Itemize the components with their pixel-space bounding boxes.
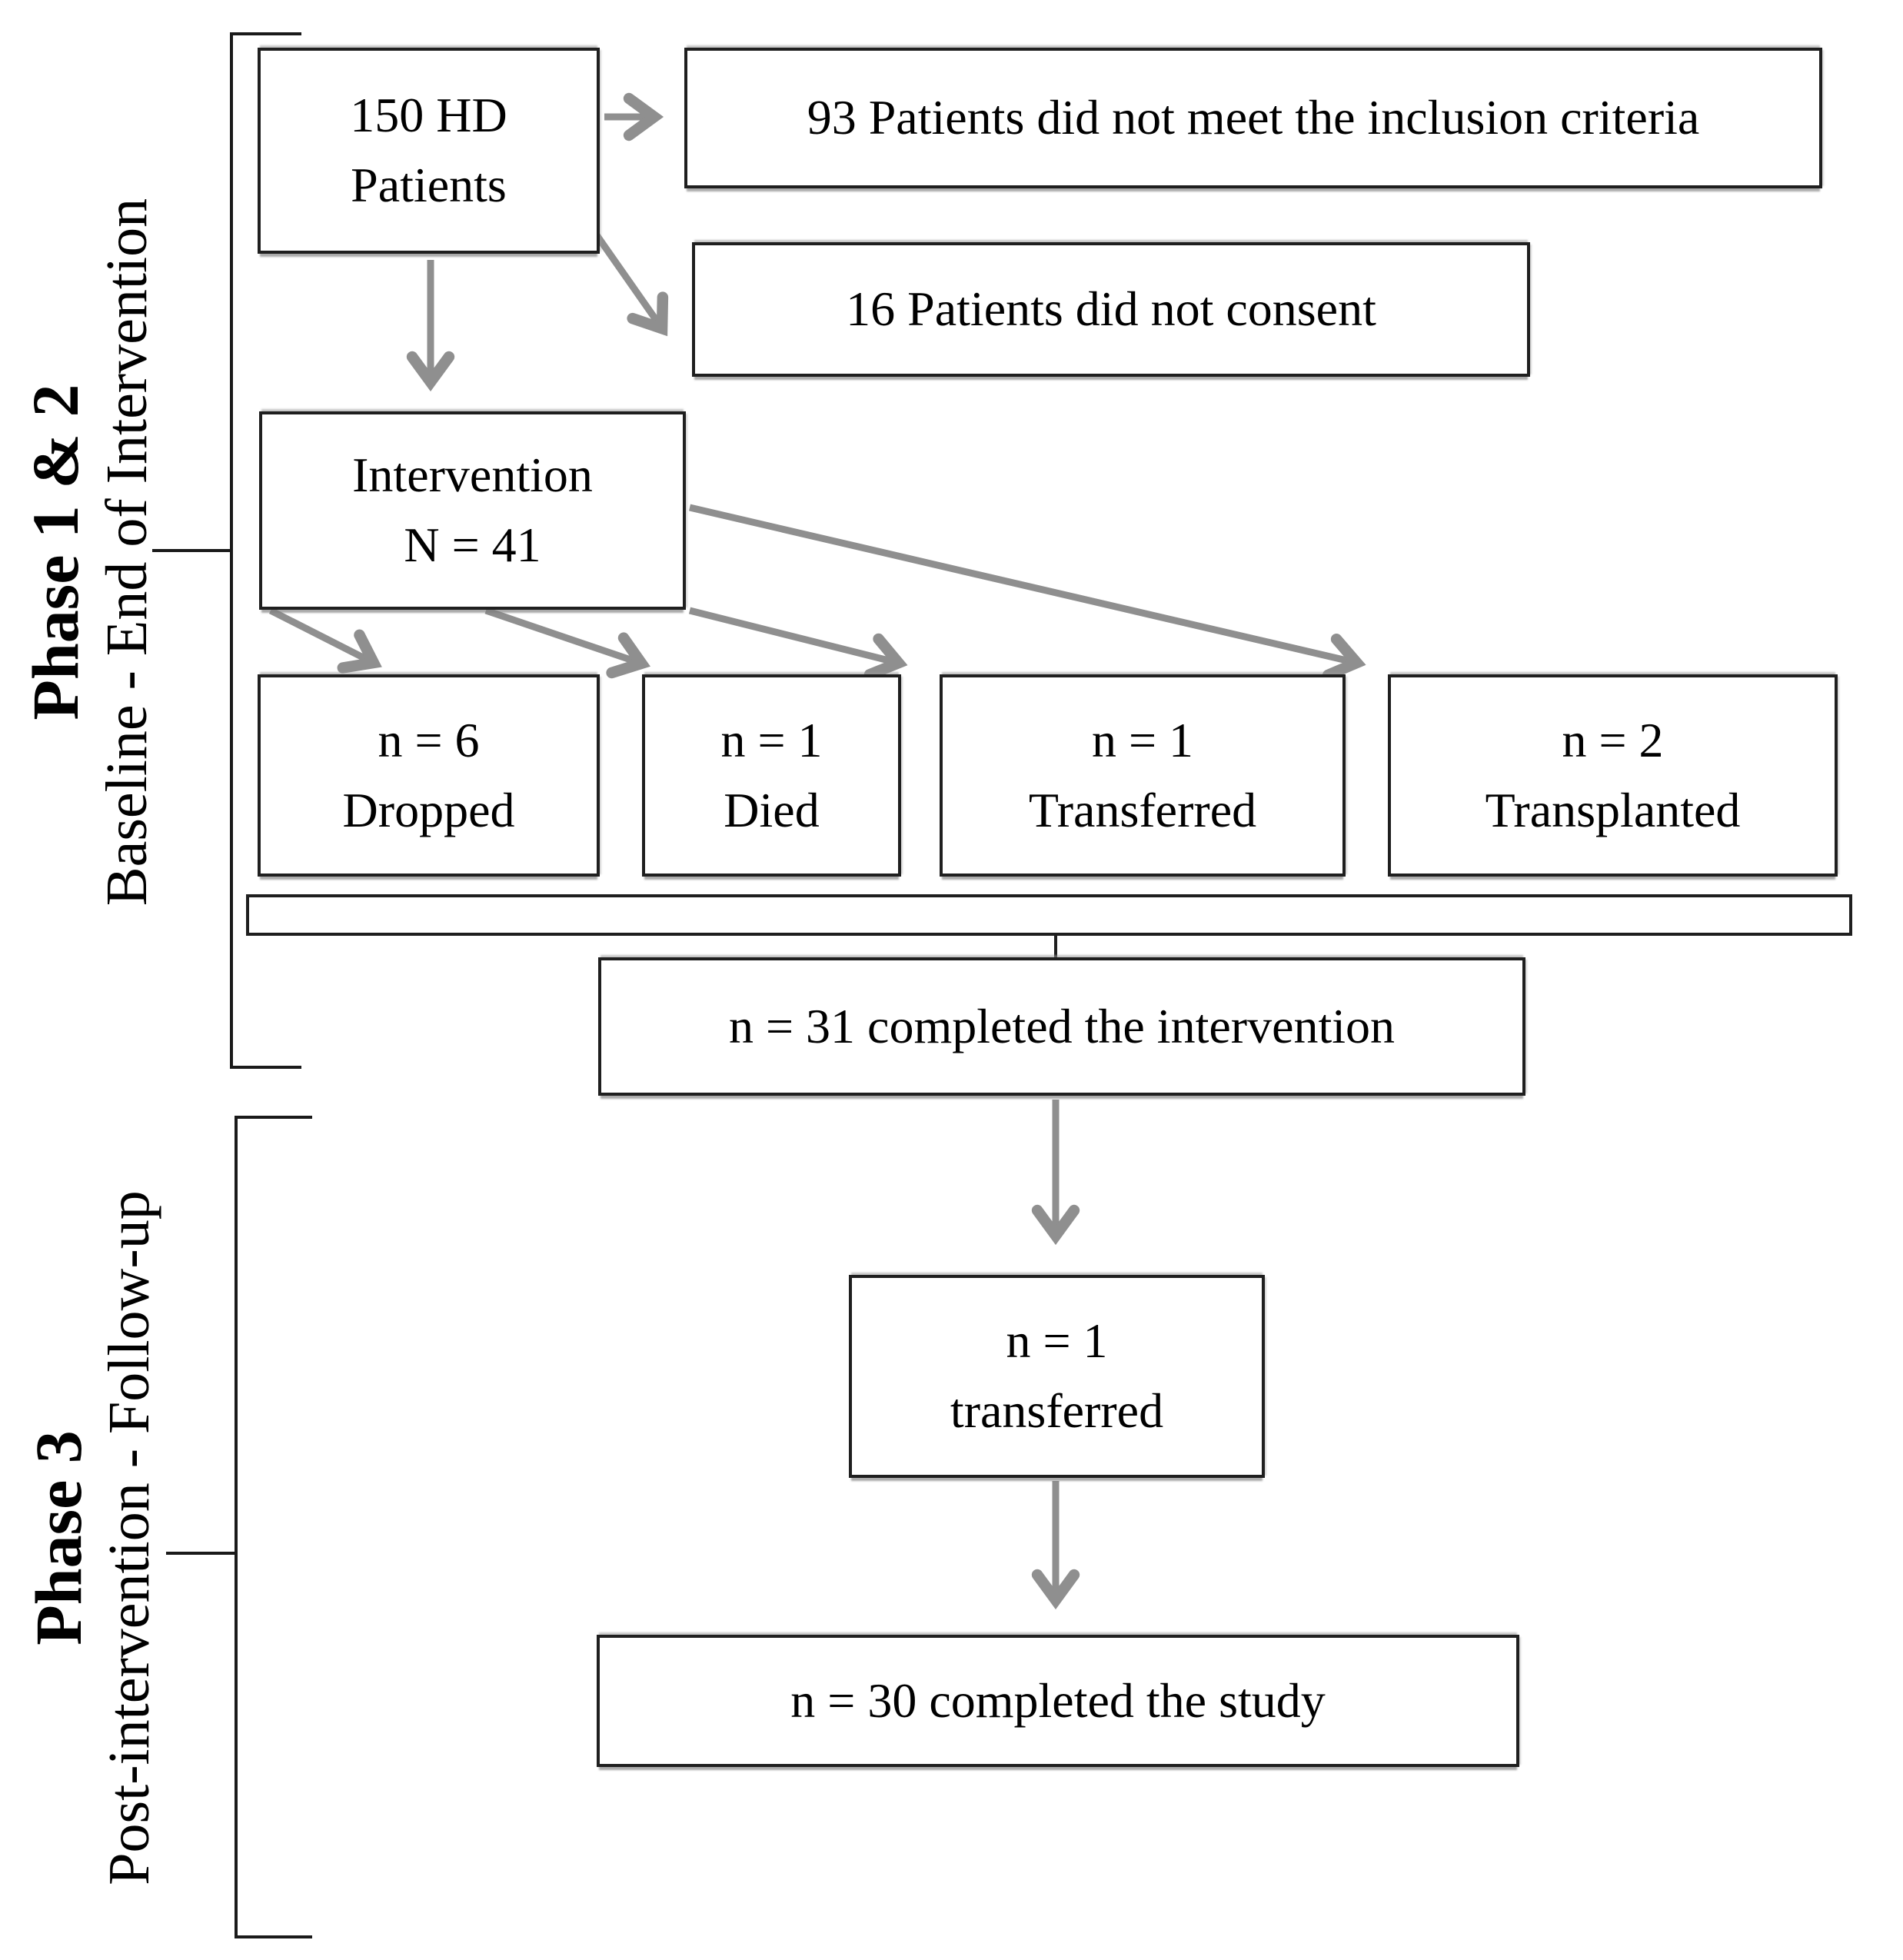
box-transferred-followup: n = 1 transferred — [849, 1275, 1265, 1478]
box-completed-study: n = 30 completed the study — [597, 1635, 1519, 1767]
phase-3-subtitle: Post-intervention - Follow-up — [96, 1190, 161, 1885]
box-did-not-meet-criteria: 93 Patients did not meet the inclusion c… — [684, 48, 1822, 188]
box-completed-intervention: n = 31 completed the intervention — [598, 957, 1525, 1096]
box-transferred: n = 1 Transferred — [940, 674, 1346, 877]
arrow-intervention-to-transferred — [688, 607, 908, 681]
arrow-intervention-to-transplanted — [688, 504, 1366, 681]
box-did-not-consent: 16 Patients did not consent — [692, 242, 1530, 377]
box-intervention-n41: Intervention N = 41 — [259, 411, 686, 610]
phase-3-bracket — [235, 1116, 312, 1938]
box-dropped: n = 6 Dropped — [258, 674, 600, 877]
outcomes-collector-bracket — [246, 894, 1852, 936]
box-150-hd-patients: 150 HD Patients — [258, 48, 600, 254]
arrow-intervention-to-died — [484, 607, 650, 679]
box-died: n = 1 Died — [642, 674, 901, 877]
phase-1-2-title: Phase 1 & 2 — [18, 384, 92, 720]
phase-3-title: Phase 3 — [22, 1430, 95, 1646]
phase-1-2-subtitle: Baseline - End of Intervention — [94, 198, 159, 907]
box-transplanted: n = 2 Transplanted — [1388, 674, 1838, 877]
arrow-intervention-to-dropped — [268, 607, 382, 674]
arrow-patients-to-consent — [591, 228, 669, 337]
